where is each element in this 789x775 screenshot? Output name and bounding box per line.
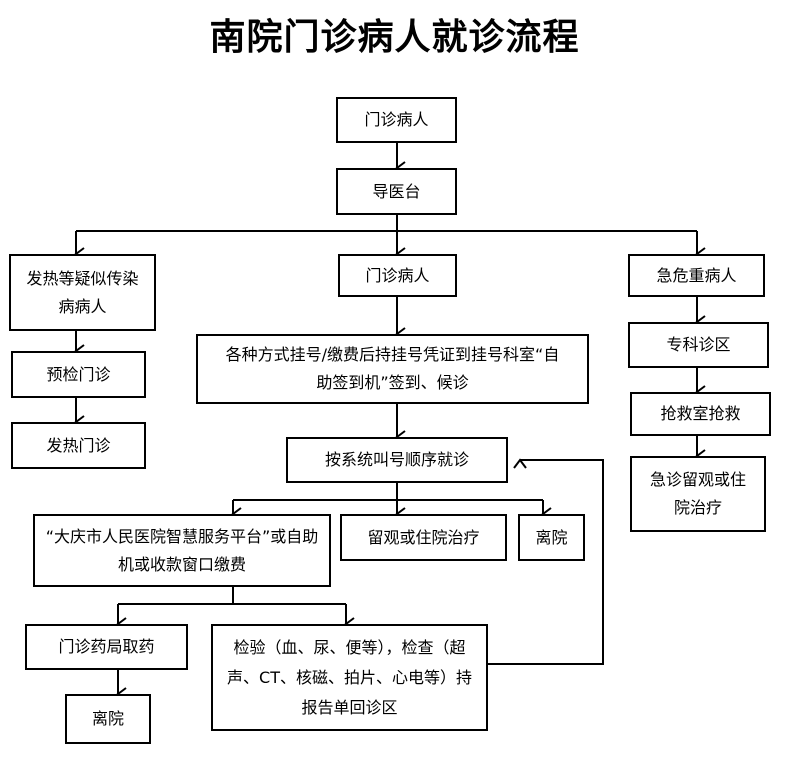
node-guide-desk: 导医台: [336, 168, 457, 215]
node-leave-1: 离院: [518, 514, 585, 561]
node-specialty: 专科诊区: [628, 322, 769, 368]
node-specialty-label: 专科诊区: [666, 335, 731, 354]
node-exam: 检验（血、尿、便等），检查（超声、CT、核磁、拍片、心电等）持报告单回诊区: [211, 624, 488, 731]
node-pay-label: “大庆市人民医院智慧服务平台”或自助机或收款窗口缴费: [45, 526, 319, 574]
node-queue: 按系统叫号顺序就诊: [286, 437, 508, 483]
node-precheck-label: 预检门诊: [46, 364, 111, 384]
node-observe: 留观或住院治疗: [340, 514, 507, 561]
node-observe-label: 留观或住院治疗: [367, 527, 480, 547]
node-queue-label: 按系统叫号顺序就诊: [324, 450, 469, 469]
node-patient: 门诊病人: [336, 97, 457, 143]
node-emergency: 急危重病人: [628, 254, 765, 297]
node-pharmacy-label: 门诊药局取药: [58, 637, 155, 656]
arrow-exam-back-to-queue: [488, 458, 604, 665]
node-pay: “大庆市人民医院智慧服务平台”或自助机或收款窗口缴费: [33, 514, 331, 587]
node-fever-clinic-label: 发热门诊: [46, 435, 111, 455]
node-emergency-label: 急危重病人: [656, 265, 737, 285]
node-rescue: 抢救室抢救: [630, 392, 771, 436]
node-patient-label: 门诊病人: [364, 110, 429, 129]
node-emergency-stay-label: 急诊留观或住院治疗: [649, 470, 746, 517]
node-fever-suspect: 发热等疑似传染病病人: [9, 254, 156, 331]
node-pharmacy: 门诊药局取药: [25, 624, 188, 670]
node-register: 各种方式挂号/缴费后持挂号凭证到挂号科室“自助签到机”签到、候诊: [196, 334, 589, 404]
node-fever-suspect-label: 发热等疑似传染病病人: [26, 268, 139, 316]
node-outpatient-label: 门诊病人: [365, 265, 430, 285]
node-exam-label: 检验（血、尿、便等），检查（超声、CT、核磁、拍片、心电等）持报告单回诊区: [227, 637, 472, 717]
node-fever-clinic: 发热门诊: [11, 422, 146, 469]
node-outpatient: 门诊病人: [338, 254, 457, 297]
node-leave-2-label: 离院: [91, 709, 124, 728]
page-title: 南院门诊病人就诊流程: [209, 16, 580, 58]
node-register-label: 各种方式挂号/缴费后持挂号凭证到挂号科室“自助签到机”签到、候诊: [225, 345, 560, 392]
node-precheck: 预检门诊: [11, 351, 146, 398]
node-leave-1-label: 离院: [535, 527, 568, 547]
node-emergency-stay: 急诊留观或住院治疗: [630, 456, 766, 532]
node-guide-desk-label: 导医台: [372, 181, 421, 201]
node-leave-2: 离院: [65, 694, 151, 744]
node-rescue-label: 抢救室抢救: [660, 404, 741, 423]
